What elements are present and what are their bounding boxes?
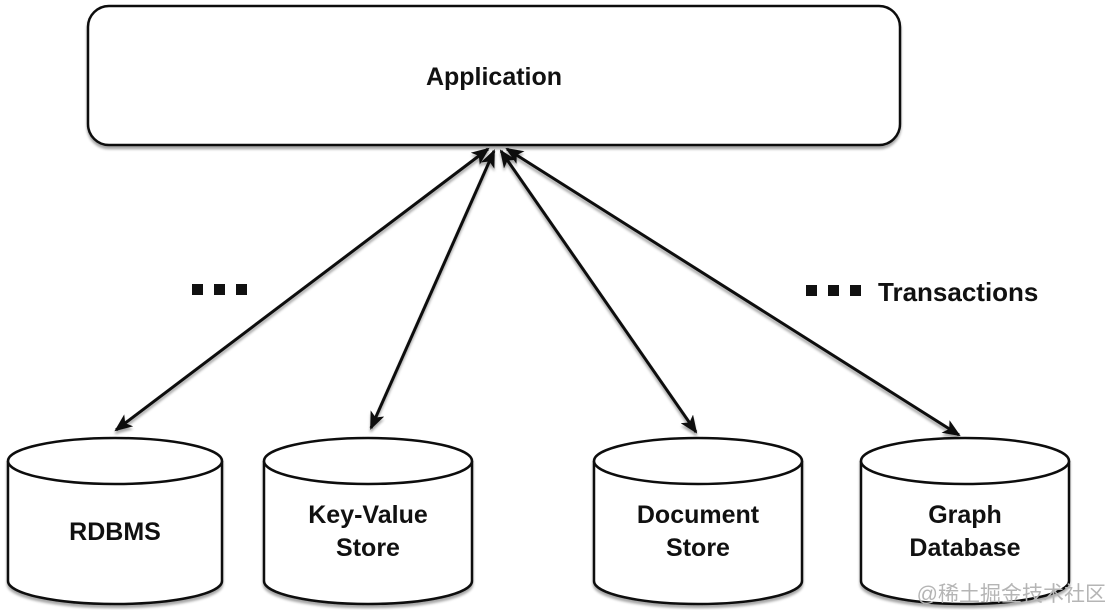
link-application-graph-database: [505, 147, 961, 437]
application-label: Application: [426, 63, 562, 91]
database-cylinder-graph-database: [859, 436, 1071, 606]
graph-database-label-line2: Database: [909, 534, 1020, 562]
link-application-document-store: [499, 149, 698, 434]
link-application-key-value-store: [369, 149, 496, 430]
graph-database-label-line1: Graph: [928, 501, 1002, 529]
cylinder-body: [859, 461, 1071, 606]
cylinder-body: [6, 461, 224, 606]
ellipsis-left-icon: [192, 284, 247, 295]
cylinder-top: [592, 436, 804, 486]
document-store-label-line1: Document: [637, 501, 760, 529]
cylinder-body: [262, 461, 474, 606]
database-cylinder-rdbms: [6, 436, 224, 606]
database-cylinder-document-store: [592, 436, 804, 606]
ellipsis-right-icon: [806, 285, 861, 296]
watermark-juejin: @稀土掘金技术社区: [917, 583, 1106, 606]
cylinder-top: [262, 436, 474, 486]
transactions-label: Transactions: [878, 277, 1038, 307]
key-value-store-label-line1: Key-Value: [308, 501, 428, 529]
cylinder-top: [859, 436, 1071, 486]
cylinder-top: [6, 436, 224, 486]
rdbms-label: RDBMS: [69, 518, 161, 546]
cylinder-body: [592, 461, 804, 606]
application-node: [86, 4, 902, 147]
document-store-label-line2: Store: [666, 534, 730, 562]
database-cylinder-key-value-store: [262, 436, 474, 606]
key-value-store-label-line2: Store: [336, 534, 400, 562]
